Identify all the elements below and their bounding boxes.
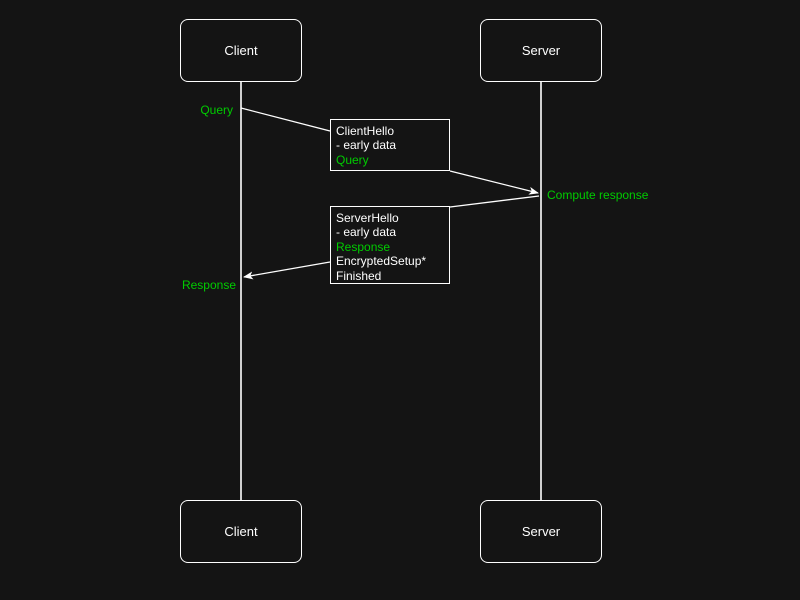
message-line-server-hello-4: Finished [336,268,382,283]
message-line-client-hello-in [240,107,331,132]
message-line-client-hello-2: Query [336,152,369,167]
message-line-server-hello-1: - early data [336,225,397,240]
message-line-server-hello-in [449,195,540,208]
message-arrow-client-hello-out [449,170,539,195]
message-line-client-hello-0: ClientHello [336,124,395,138]
note-compute-response: Compute response [547,189,648,201]
message-line-server-hello-3: EncryptedSetup* [336,254,427,269]
message-line-server-hello-0: ServerHello [336,211,399,225]
actor-box-server-top[interactable]: Server [480,19,602,82]
message-box-client-hello[interactable]: ClientHello - early data Query [330,119,450,171]
actor-box-server-bottom[interactable]: Server [480,500,602,563]
message-line-server-hello-2: Response [336,239,391,254]
actor-label-server-top: Server [521,43,561,58]
note-response: Response [80,279,236,291]
note-response-label: Response [181,278,236,292]
actor-label-client-bottom: Client [224,524,258,539]
actor-box-client-top[interactable]: Client [180,19,302,82]
message-box-server-hello[interactable]: ServerHello - early data Response Encryp… [330,206,450,284]
actor-label-client-top: Client [224,43,258,58]
actor-box-client-bottom[interactable]: Client [180,500,302,563]
actor-label-server-bottom: Server [521,524,561,539]
note-compute-response-label: Compute response [547,188,649,202]
message-arrow-server-hello-out [243,261,331,280]
message-line-client-hello-1: - early data [336,138,397,153]
note-query-label: Query [200,103,233,117]
note-query: Query [80,104,233,116]
